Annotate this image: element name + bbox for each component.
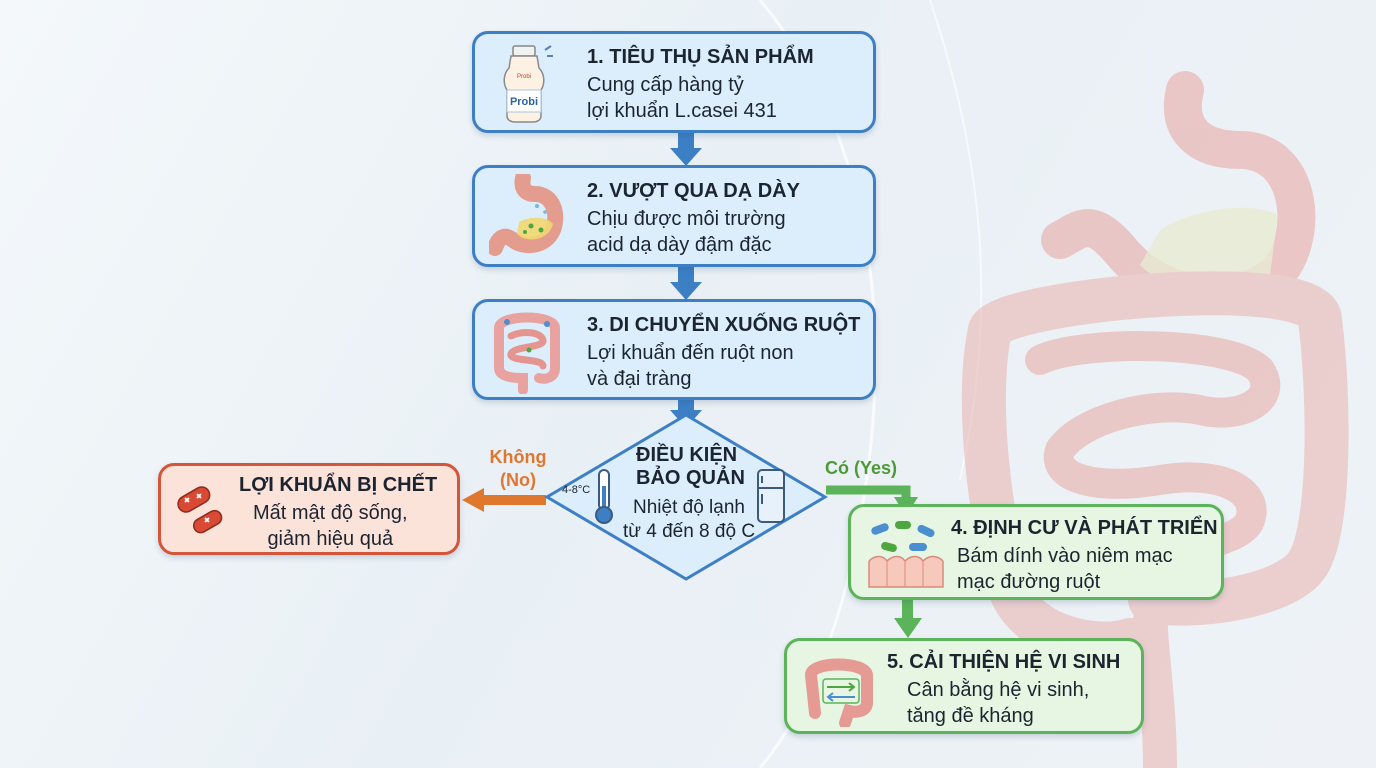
step-1-consume-product: Probi Probi 1. TIÊU THỤ SẢN PHẨM Cung cấ… <box>472 31 876 133</box>
step-1-title: 1. TIÊU THỤ SẢN PHẨM <box>587 46 814 68</box>
colon-balance-icon <box>804 658 873 727</box>
branch-yes-label: Có (Yes) <box>825 458 898 478</box>
step-3-description: Lợi khuẩn đến ruột non và đại tràng <box>587 342 794 390</box>
decision-description: Nhiệt độ lạnh từ 4 đến 8 độ C <box>622 497 756 542</box>
step-2-pass-stomach: 2. VƯỢT QUA DẠ DÀY Chịu được môi trường … <box>472 165 876 267</box>
thermometer-icon <box>595 469 613 524</box>
dead-bacteria-icon <box>177 486 223 534</box>
yogurt-bottle-icon: Probi Probi <box>503 45 553 123</box>
fail-title: LỢI KHUẨN BỊ CHẾT <box>239 474 438 496</box>
arrow-no-branch <box>462 488 546 512</box>
fail-description: Mất mật độ sống, giảm hiệu quả <box>253 502 408 550</box>
decision-title: ĐIỀU KIỆN BẢO QUẢN <box>636 444 745 489</box>
fail-bacteria-die: LỢI KHUẨN BỊ CHẾT Mất mật độ sống, giảm … <box>158 463 460 555</box>
stomach-icon <box>489 174 564 256</box>
step-2-description: Chịu được môi trường acid dạ dày đậm đặc <box>587 208 786 256</box>
branch-no-label: Không (No) <box>489 447 547 490</box>
arrow-4-to-5 <box>894 600 922 638</box>
step-3-move-to-intestine: 3. DI CHUYỂN XUỐNG RUỘT Lợi khuẩn đến ru… <box>472 299 876 400</box>
arrow-2-to-3 <box>670 266 702 300</box>
fridge-icon <box>757 469 785 523</box>
step-4-description: Bám dính vào niêm mạc mạc đường ruột <box>957 545 1173 593</box>
step-4-title: 4. ĐỊNH CƯ VÀ PHÁT TRIỂN <box>951 517 1218 539</box>
step-3-title: 3. DI CHUYỂN XUỐNG RUỘT <box>587 314 861 336</box>
step-5-improve-microbiome: 5. CẢI THIỆN HỆ VI SINH Cân bằng hệ vi s… <box>784 638 1144 734</box>
step-4-colonize-grow: 4. ĐỊNH CƯ VÀ PHÁT TRIỂN Bám dính vào ni… <box>848 504 1224 600</box>
bottle-top-text: Probi <box>517 74 531 80</box>
step-1-description: Cung cấp hàng tỷ lợi khuẩn L.casei 431 <box>587 74 777 122</box>
step-5-description: Cân bằng hệ vi sinh, tăng đề kháng <box>907 679 1090 727</box>
thermometer-label: 4-8°C <box>562 484 591 496</box>
step-5-title: 5. CẢI THIỆN HỆ VI SINH <box>887 651 1121 673</box>
step-2-title: 2. VƯỢT QUA DẠ DÀY <box>587 180 800 202</box>
intestine-icon <box>494 312 560 394</box>
bacteria-colonization-icon <box>868 521 944 588</box>
bottle-brand-text: Probi <box>510 96 538 108</box>
arrow-1-to-2 <box>670 132 702 166</box>
